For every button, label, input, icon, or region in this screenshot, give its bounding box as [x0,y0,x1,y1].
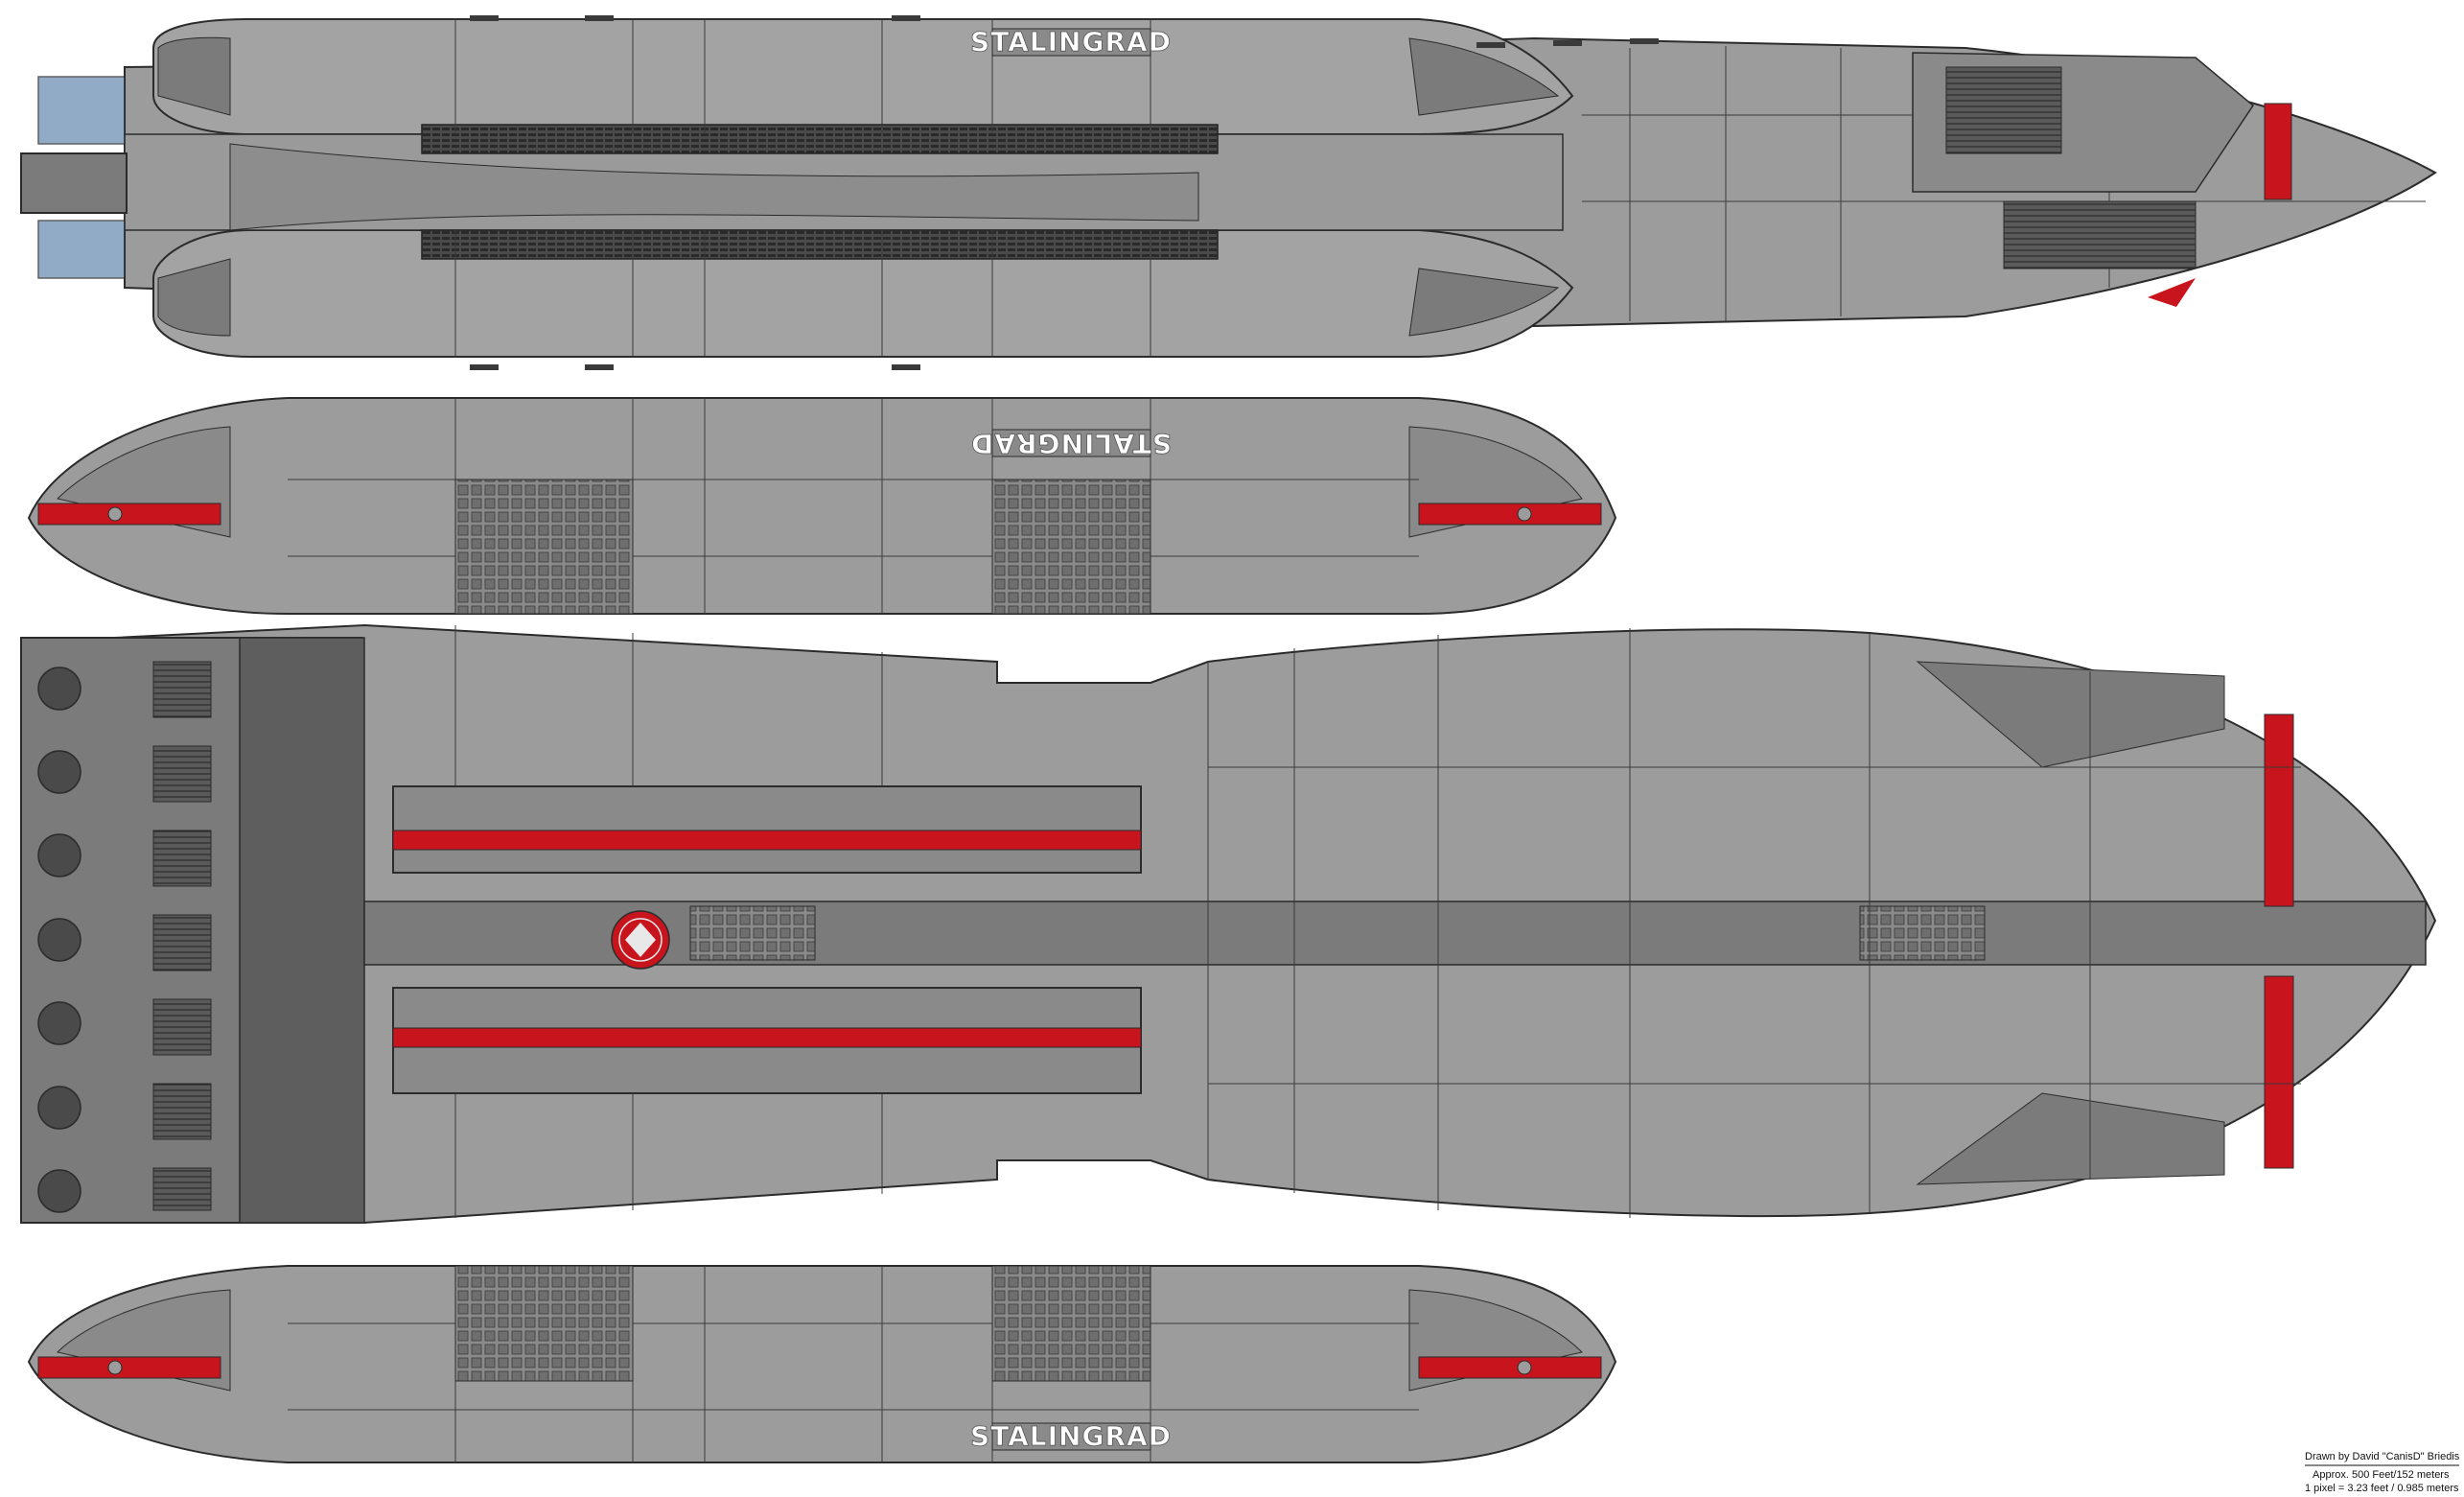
upper-flight-pod-top-view: STALINGRAD [27,397,1617,615]
engine-nozzles [37,667,81,1213]
credits-block: Drawn by David "CanisD" Briedis Approx. … [2305,1451,2460,1494]
ship-name-upper-pod: STALINGRAD [970,428,1172,459]
bow-red-stripe-lower [2264,975,2294,1169]
credit-scale-length: Approx. 500 Feet/152 meters [2313,1469,2450,1481]
lower-flight-pod-top-view: STALINGRAD [27,1265,1617,1463]
side-bow-red-stripe [2264,103,2292,200]
credit-scale-pixel: 1 pixel = 3.23 feet / 0.985 meters [2305,1483,2459,1494]
bow-red-stripe-upper [2264,713,2294,907]
side-profile-view: STALINGRAD [20,15,2437,370]
main-hull-top-view [20,623,2437,1225]
upper-flight-deck [392,785,1142,874]
credit-drawn-by: Drawn by David "CanisD" Briedis [2305,1451,2460,1462]
ship-name-lower-pod: STALINGRAD [970,1420,1172,1452]
ship-name-side-view: STALINGRAD [970,26,1172,58]
side-upper-flight-pod [152,18,1574,135]
side-lower-flight-pod [152,229,1574,358]
